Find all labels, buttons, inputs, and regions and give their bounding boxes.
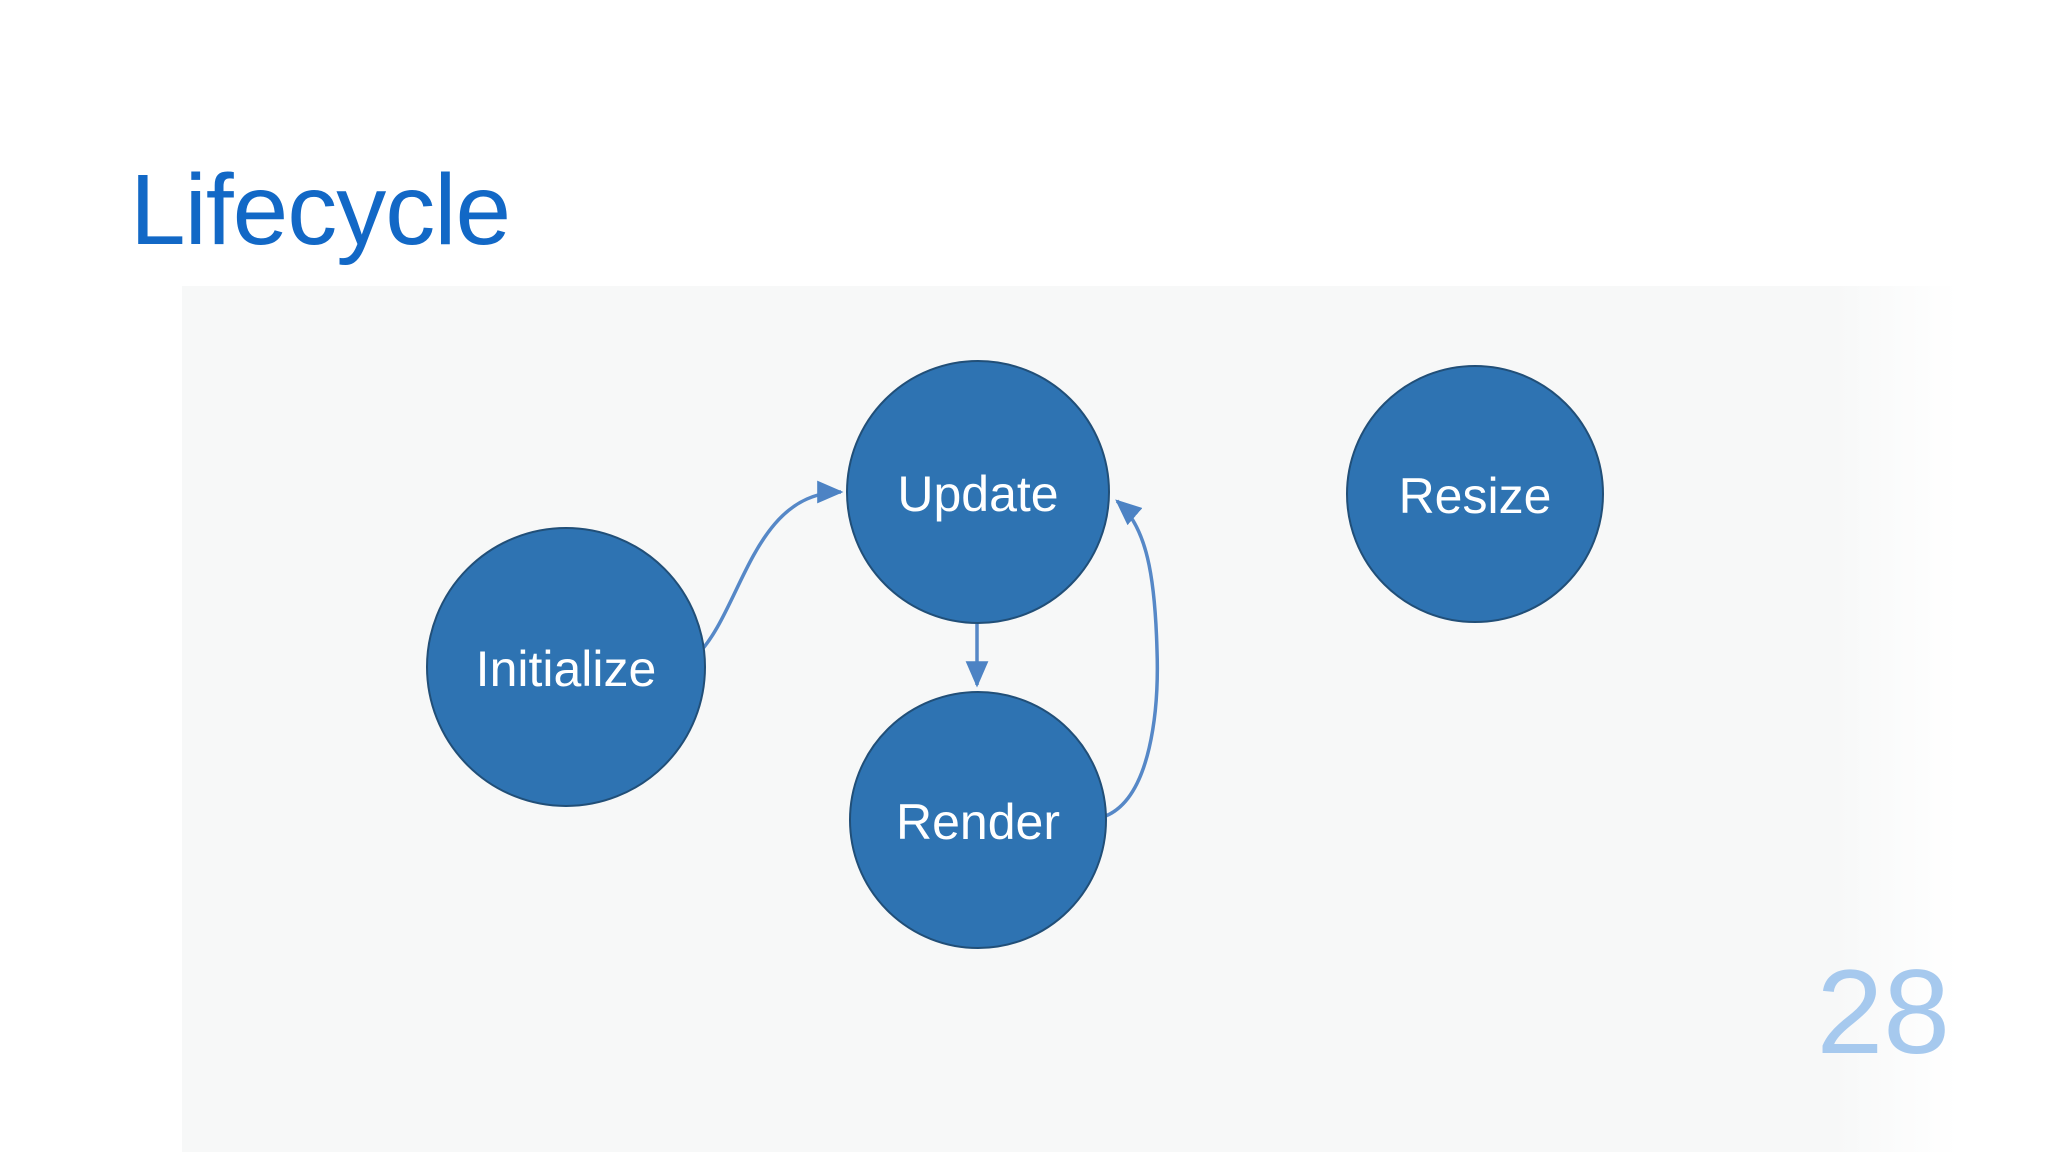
node-initialize: Initialize — [426, 527, 706, 807]
node-label-resize: Resize — [1399, 468, 1552, 524]
node-resize: Resize — [1346, 365, 1604, 623]
node-label-update: Update — [897, 466, 1058, 522]
edge-initialize-to-update — [694, 480, 844, 658]
node-update: Update — [846, 360, 1110, 624]
node-circle-render — [849, 691, 1107, 949]
edge-render-to-update — [1102, 499, 1160, 819]
node-circle-resize — [1346, 365, 1604, 623]
node-circle-initialize — [426, 527, 706, 807]
node-circle-update — [846, 360, 1110, 624]
node-label-initialize: Initialize — [476, 641, 657, 697]
slide-page-number: 28 — [1816, 945, 1950, 1079]
node-render: Render — [849, 691, 1107, 949]
node-label-render: Render — [896, 794, 1060, 850]
edges-layer — [694, 480, 1160, 819]
slide-title: Lifecycle — [130, 154, 511, 266]
